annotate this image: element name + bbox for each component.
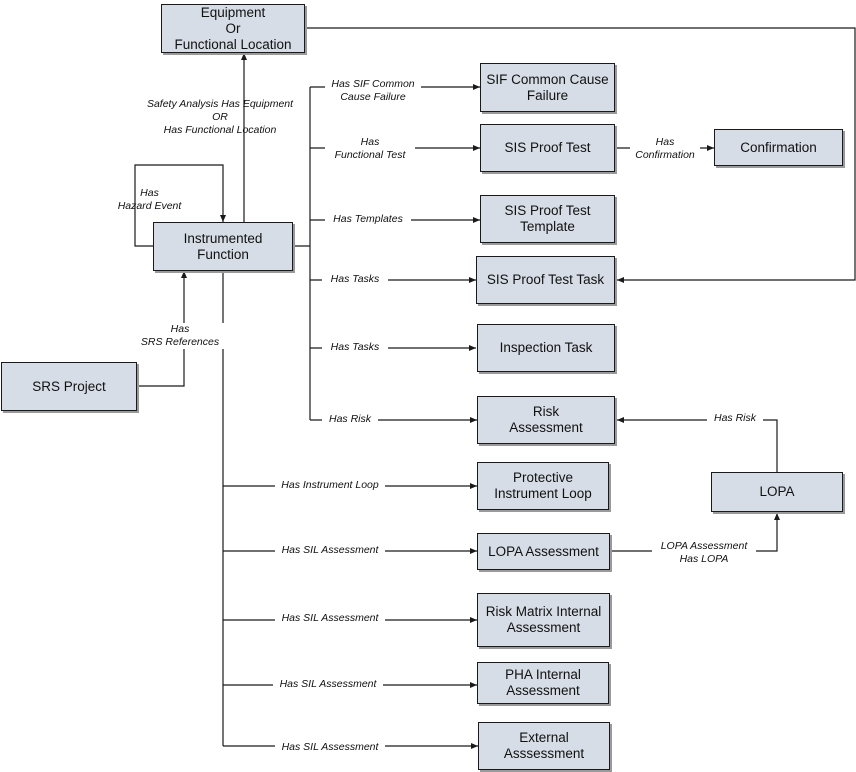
label-equipment: Safety Analysis Has Equipment OR Has Fun…: [146, 98, 294, 136]
edge-equipment-task: [305, 27, 856, 283]
node-risk-assessment[interactable]: Risk Assessment: [477, 396, 615, 444]
label-confirmation: Has Confirmation: [630, 136, 700, 162]
node-lopa-assessment[interactable]: LOPA Assessment: [477, 533, 610, 570]
label-sif-common-cause: Has SIF Common Cause Failure: [325, 78, 421, 104]
node-pha-internal[interactable]: PHA Internal Assessment: [477, 662, 609, 704]
label-lopa-assessment-lopa: LOPA Assessment Has LOPA: [652, 540, 756, 566]
edge-srs-references: [137, 271, 187, 387]
label-srs-references: Has SRS References: [135, 323, 225, 349]
node-instrumented-function[interactable]: Instrumented Function: [153, 222, 293, 271]
node-protective-instrument-loop[interactable]: Protective Instrument Loop: [477, 462, 609, 510]
label-tasks-inspection: Has Tasks: [322, 341, 388, 354]
node-sis-proof-test-task[interactable]: SIS Proof Test Task: [476, 256, 615, 304]
label-tasks-proof: Has Tasks: [322, 273, 388, 286]
node-equipment[interactable]: Equipment Or Functional Location: [161, 4, 305, 53]
node-sis-proof-test[interactable]: SIS Proof Test: [480, 124, 615, 172]
node-confirmation[interactable]: Confirmation: [714, 129, 843, 166]
label-sil-external: Has SIL Assessment: [275, 741, 385, 754]
label-risk: Has Risk: [322, 413, 378, 426]
label-sil-pha: Has SIL Assessment: [273, 678, 383, 691]
node-risk-matrix-internal[interactable]: Risk Matrix Internal Assessment: [477, 593, 610, 647]
label-sil-lopa: Has SIL Assessment: [275, 544, 385, 557]
label-templates: Has Templates: [325, 213, 411, 226]
label-hazard-event: Has Hazard Event: [117, 187, 182, 212]
node-lopa[interactable]: LOPA: [711, 472, 843, 512]
node-srs-project[interactable]: SRS Project: [1, 362, 137, 411]
node-external-assessment[interactable]: External Asssessment: [478, 722, 610, 770]
label-lopa-risk: Has Risk: [707, 412, 763, 425]
node-sif-common-cause[interactable]: SIF Common Cause Failure: [480, 63, 615, 112]
label-functional-test: Has Functional Test: [325, 136, 415, 162]
node-sis-proof-test-template[interactable]: SIS Proof Test Template: [480, 195, 615, 243]
label-instrument-loop: Has Instrument Loop: [275, 479, 385, 492]
node-inspection-task[interactable]: Inspection Task: [477, 324, 615, 372]
edge-lopa-risk: [617, 417, 778, 472]
edge-hazard-event: [134, 164, 226, 247]
label-sil-risk-matrix: Has SIL Assessment: [275, 612, 385, 625]
